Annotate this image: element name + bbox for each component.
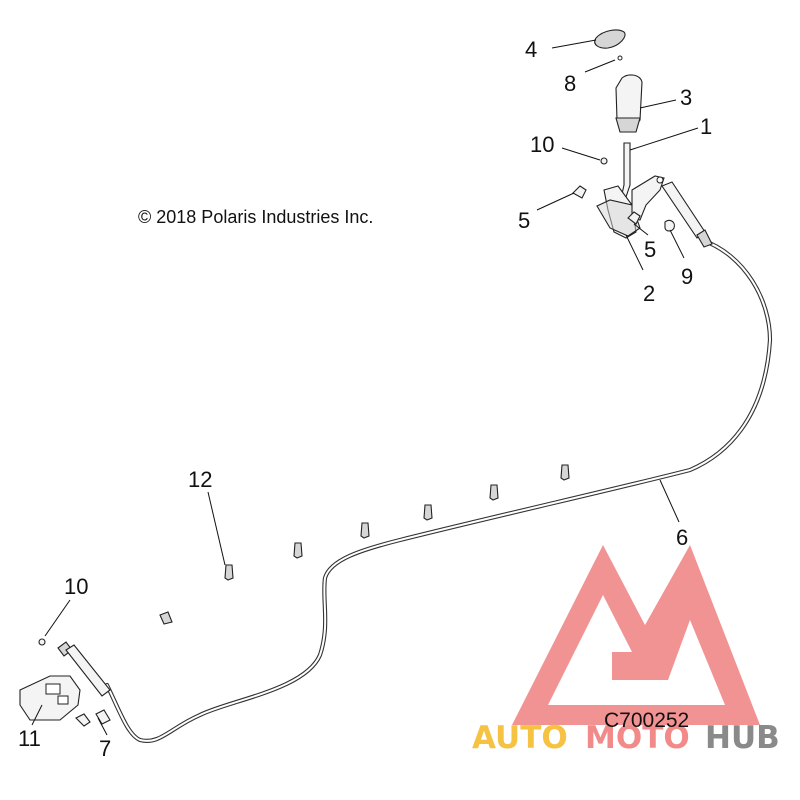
callout-6: 6 bbox=[676, 525, 688, 550]
bracket-11 bbox=[19, 675, 81, 721]
leader-lines bbox=[31, 39, 699, 736]
nut-5-left bbox=[572, 185, 587, 199]
cable-end-upper bbox=[661, 181, 713, 248]
callout-8: 8 bbox=[564, 71, 576, 96]
callout-5-left: 5 bbox=[518, 208, 530, 233]
callout-11: 11 bbox=[18, 726, 41, 751]
callout-2: 2 bbox=[643, 281, 655, 306]
shift-cable bbox=[104, 237, 773, 743]
callout-10-upper: 10 bbox=[530, 132, 554, 157]
set-screw bbox=[617, 55, 623, 61]
nut-10-lower bbox=[38, 638, 46, 646]
shifter-bracket bbox=[596, 175, 665, 239]
watermark-logo bbox=[512, 545, 760, 725]
watermark-moto: MOTO bbox=[585, 720, 690, 756]
watermark-hub: HUB bbox=[705, 720, 780, 756]
callout-4: 4 bbox=[525, 37, 537, 62]
callout-1: 1 bbox=[700, 114, 712, 139]
callout-10-lower: 10 bbox=[64, 574, 88, 599]
bolt-7 bbox=[75, 709, 111, 727]
callout-9: 9 bbox=[681, 264, 693, 289]
callout-5-right: 5 bbox=[644, 237, 656, 262]
shift-knob-cap bbox=[594, 29, 626, 49]
watermark-triangle bbox=[512, 545, 760, 725]
nut-5-right bbox=[627, 211, 641, 225]
clip-9 bbox=[664, 219, 675, 232]
fastener-12-group bbox=[159, 464, 570, 625]
callout-12: 12 bbox=[188, 467, 212, 492]
cable-end-lower bbox=[57, 641, 111, 697]
nut-10-upper bbox=[600, 157, 608, 165]
callout-3: 3 bbox=[680, 85, 692, 110]
watermark-auto: AUTO bbox=[472, 720, 568, 756]
shift-knob bbox=[615, 74, 643, 133]
copyright-text: © 2018 Polaris Industries Inc. bbox=[138, 207, 373, 227]
diagram-code: C700252 bbox=[604, 709, 689, 732]
callout-7: 7 bbox=[99, 736, 111, 761]
